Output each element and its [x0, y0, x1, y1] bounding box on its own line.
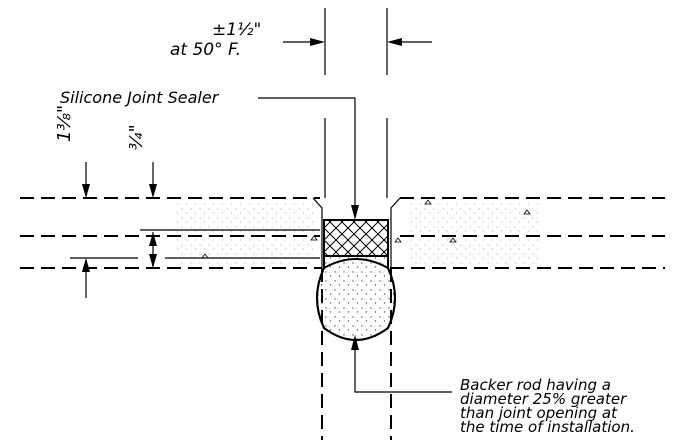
- depth-dimension-sealer: [70, 162, 138, 298]
- backer-rod-note-line: than joint opening at: [460, 404, 617, 422]
- backer-rod-note-line: the time of installation.: [460, 418, 635, 436]
- width-dimension: [283, 38, 432, 46]
- backer-rod-note-line: Backer rod having a: [460, 376, 611, 394]
- width-temperature-label: at 50° F.: [170, 40, 242, 60]
- depth-sealer-label: 1⅜": [54, 104, 75, 142]
- silicone-sealer: [323, 219, 389, 257]
- aggregate-marks: [201, 199, 531, 259]
- joint-chamfers: [312, 197, 401, 268]
- sealer-label: Silicone Joint Sealer: [60, 88, 219, 107]
- backer-rod-leader: [351, 335, 452, 393]
- slab-left: [20, 197, 322, 269]
- backer-rod-note: Backer rod having a diameter 25% greater…: [460, 376, 635, 436]
- backer-rod-note-line: diameter 25% greater: [460, 390, 627, 408]
- depth-dimension-recess: [140, 162, 320, 268]
- sealer-leader: [258, 97, 359, 220]
- depth-recess-label: ¾": [126, 124, 147, 150]
- slab-texture: [175, 203, 540, 265]
- slab-right: [390, 197, 665, 269]
- width-tolerance-label: ±1½": [212, 20, 262, 40]
- backer-rod: [316, 255, 396, 341]
- joint-walls-upper: [324, 8, 388, 198]
